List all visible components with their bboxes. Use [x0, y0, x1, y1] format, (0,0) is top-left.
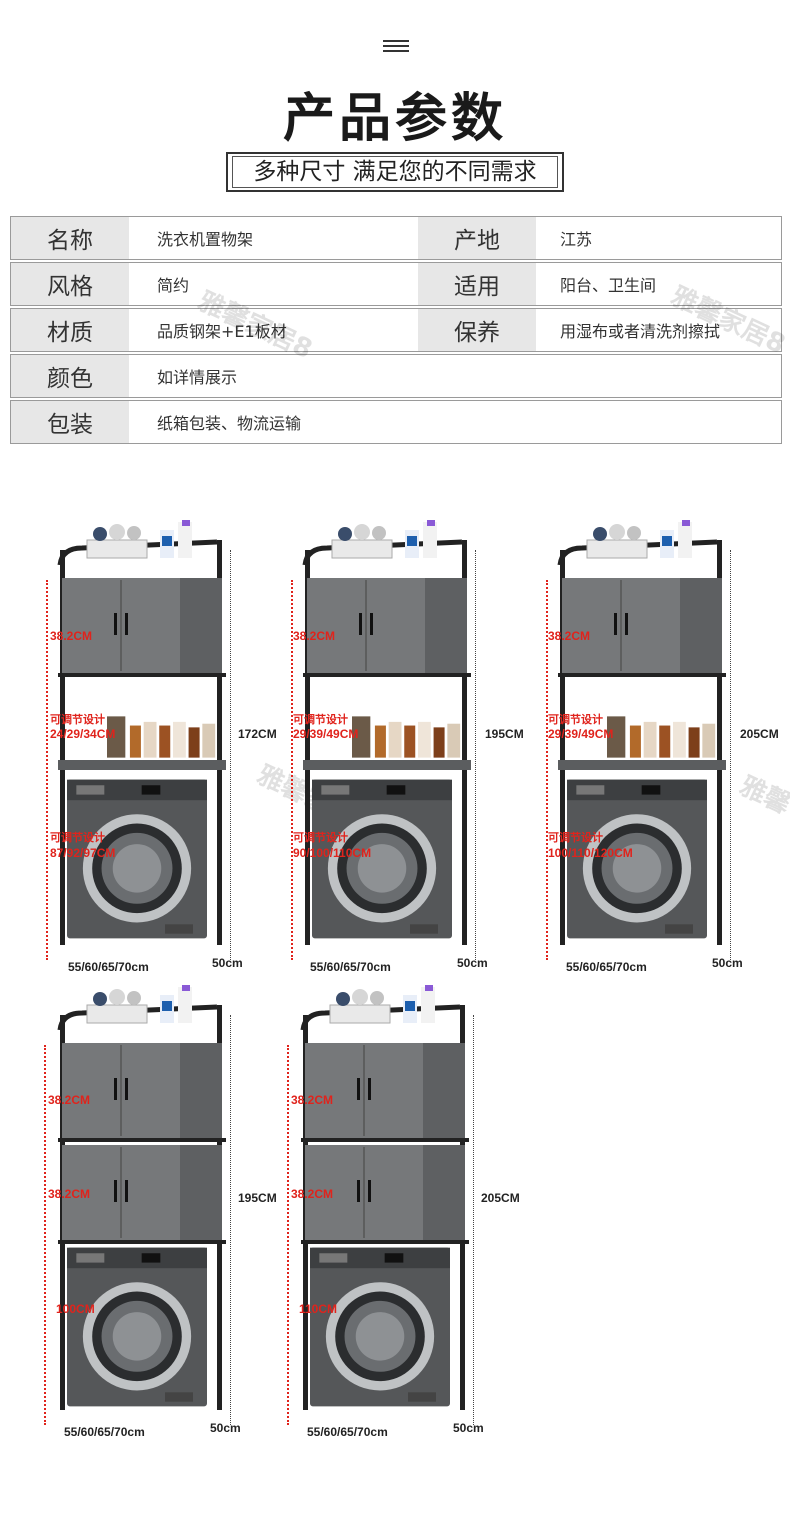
product-172: 38.2CM 可调节设计 24/29/34CM 可调节设计 87/92/97CM…: [40, 520, 290, 974]
rack-illustration: [57, 520, 226, 945]
adjustable-label: 可调节设计: [50, 714, 105, 726]
menu-icon: [383, 40, 409, 55]
dimension-line: [291, 580, 293, 960]
mid-range-label: 24/29/34CM: [50, 727, 116, 741]
depth-label: 50cm: [453, 1421, 484, 1435]
top-height-label: 38.2CM: [291, 1093, 334, 1107]
dimension-line: [230, 550, 231, 960]
spec-value: 用湿布或者清洗剂擦拭: [560, 322, 721, 341]
dimension-line: [473, 1015, 474, 1425]
product-195: 38.2CM 可调节设计 29/39/49CM 可调节设计 90/100/110…: [285, 520, 535, 974]
total-height-label: 195CM: [485, 727, 524, 741]
spec-value: 如详情展示: [157, 368, 238, 387]
mid-height-label: 38.2CM: [48, 1187, 91, 1201]
dimension-line: [44, 1045, 46, 1425]
spec-label: 产地: [418, 217, 536, 259]
dimension-line: [546, 580, 548, 960]
spec-label: 名称: [11, 217, 129, 259]
spec-label: 风格: [11, 263, 129, 305]
spec-value: 纸箱包装、物流运输: [157, 414, 302, 433]
top-height-label: 38.2CM: [548, 629, 591, 643]
bottom-height-label: 110CM: [299, 1302, 338, 1316]
page-title: 产品参数: [282, 89, 507, 149]
product-195-double-cabinet: 38.2CM 38.2CM 100CM 195CM 55/60/65/70cm …: [40, 985, 290, 1445]
rack-illustration: [57, 985, 226, 1410]
bottom-height-label: 100CM: [56, 1302, 95, 1316]
adjustable-label: 可调节设计: [548, 714, 603, 726]
spec-label: 包装: [11, 401, 129, 443]
top-height-label: 38.2CM: [293, 629, 336, 643]
mid-height-label: 38.2CM: [291, 1187, 334, 1201]
total-height-label: 172CM: [238, 727, 277, 741]
rack-illustration: [557, 520, 726, 945]
width-label: 55/60/65/70cm: [310, 960, 391, 974]
adjustable-label: 可调节设计: [293, 832, 348, 844]
adjustable-label: 可调节设计: [293, 714, 348, 726]
spec-row: 名称 洗衣机置物架 产地 江苏: [10, 216, 782, 260]
spec-label: 颜色: [11, 355, 129, 397]
dimension-line: [475, 550, 476, 960]
depth-label: 50cm: [457, 956, 488, 970]
adjustable-label: 可调节设计: [50, 832, 105, 844]
depth-label: 50cm: [712, 956, 743, 970]
page-subtitle: 多种尺寸 满足您的不同需求: [232, 156, 558, 188]
adjustable-label: 可调节设计: [548, 832, 603, 844]
mid-range-label: 29/39/49CM: [293, 727, 359, 741]
total-height-label: 205CM: [740, 727, 779, 741]
spec-value: 简约: [157, 276, 190, 295]
product-205: 38.2CM 可调节设计 29/39/49CM 可调节设计 100/110/12…: [540, 520, 790, 974]
top-height-label: 38.2CM: [48, 1093, 91, 1107]
top-height-label: 38.2CM: [50, 629, 93, 643]
spec-label: 保养: [418, 309, 536, 351]
spec-value: 洗衣机置物架: [157, 230, 254, 249]
spec-value: 品质钢架+E1板材: [157, 322, 287, 341]
spec-row: 包装 纸箱包装、物流运输: [10, 400, 782, 444]
width-label: 55/60/65/70cm: [64, 1425, 145, 1439]
bottom-range-label: 100/110/120CM: [548, 846, 633, 860]
total-height-label: 205CM: [481, 1191, 520, 1205]
spec-value: 江苏: [560, 230, 593, 249]
depth-label: 50cm: [210, 1421, 241, 1435]
dimension-line: [287, 1045, 289, 1425]
spec-label: 材质: [11, 309, 129, 351]
bottom-range-label: 87/92/97CM: [50, 846, 116, 860]
width-label: 55/60/65/70cm: [307, 1425, 388, 1439]
dimension-line: [230, 1015, 231, 1425]
rack-illustration: [300, 985, 469, 1410]
dimension-line: [730, 550, 731, 960]
depth-label: 50cm: [212, 956, 243, 970]
spec-row: 材质 品质钢架+E1板材 保养 用湿布或者清洗剂擦拭: [10, 308, 782, 352]
total-height-label: 195CM: [238, 1191, 277, 1205]
dimension-line: [46, 580, 48, 960]
subtitle-frame: [226, 152, 564, 192]
spec-value: 阳台、卫生间: [560, 276, 657, 295]
spec-label: 适用: [418, 263, 536, 305]
rack-illustration: [302, 520, 471, 945]
mid-range-label: 29/39/49CM: [548, 727, 614, 741]
width-label: 55/60/65/70cm: [68, 960, 149, 974]
product-205-double-cabinet: 38.2CM 38.2CM 110CM 205CM 55/60/65/70cm …: [283, 985, 533, 1445]
width-label: 55/60/65/70cm: [566, 960, 647, 974]
spec-row: 颜色 如详情展示: [10, 354, 782, 398]
spec-row: 风格 简约 适用 阳台、卫生间: [10, 262, 782, 306]
bottom-range-label: 90/100/110CM: [293, 846, 372, 860]
